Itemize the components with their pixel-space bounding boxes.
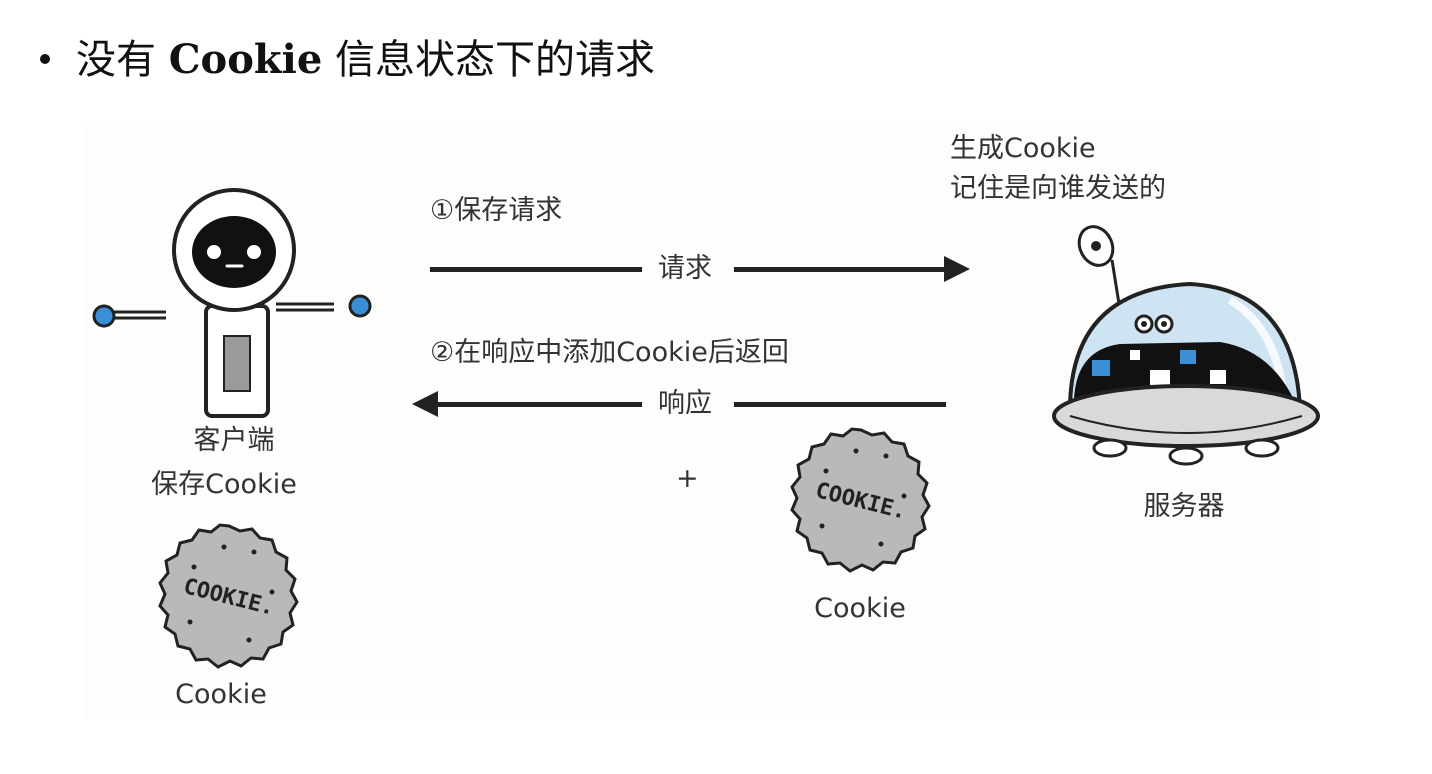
server-label: 服务器 <box>1143 491 1225 522</box>
plus-sign: + <box>676 463 699 494</box>
server-note-line1: 生成Cookie <box>950 133 1096 164</box>
client-robot-icon <box>92 188 372 418</box>
step2-label: ②在响应中添加Cookie后返回 <box>430 337 789 368</box>
step1-label: ①保存请求 <box>430 195 563 226</box>
bullet-icon <box>40 54 50 64</box>
page-heading: 没有 Cookie 信息状态下的请求 <box>40 26 655 86</box>
response-arrowhead-icon <box>412 391 438 417</box>
heading-text: 没有 Cookie 信息状态下的请求 <box>76 36 655 83</box>
response-cookie-label: Cookie <box>814 593 906 624</box>
server-robot-icon <box>1052 225 1320 466</box>
response-label: 响应 <box>658 388 712 419</box>
client-cookie-label: Cookie <box>175 679 267 710</box>
request-label: 请求 <box>658 253 712 284</box>
request-arrowhead-icon <box>944 256 970 282</box>
cookie-icon: COOKIE. <box>790 427 931 573</box>
heading-cookie-word: Cookie <box>168 36 323 83</box>
response-arrow-right-segment <box>734 402 946 407</box>
client-save-cookie-label: 保存Cookie <box>151 469 297 500</box>
client-label: 客户端 <box>193 425 275 456</box>
server-note-line2: 记住是向谁发送的 <box>950 173 1166 204</box>
response-arrow-left-segment <box>436 402 642 407</box>
cookie-icon: COOKIE. <box>158 523 299 669</box>
request-arrow-right-segment <box>734 267 946 272</box>
request-arrow-left-segment <box>430 267 642 272</box>
diagram-panel: 客户端 保存Cookie COOKIE. Cookie ①保存请求 请求 ②在响… <box>84 126 1320 720</box>
